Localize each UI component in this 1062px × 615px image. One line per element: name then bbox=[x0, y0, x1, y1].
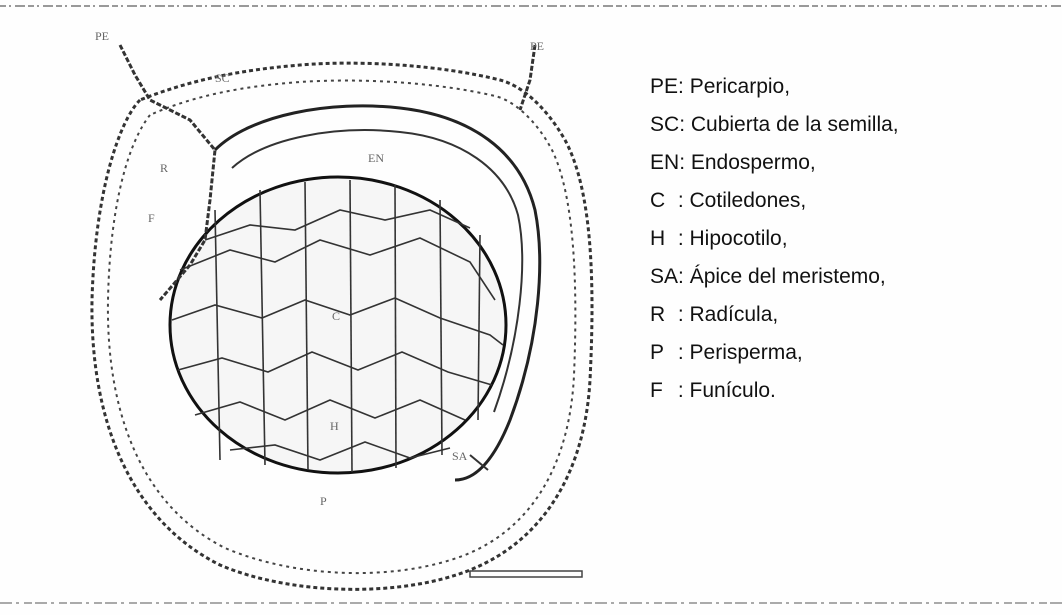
legend-abbr: EN bbox=[650, 144, 679, 182]
legend-text: Endospermo, bbox=[691, 151, 816, 174]
legend-abbr: PE bbox=[650, 68, 678, 106]
drawing-label-pe: PE bbox=[95, 29, 109, 43]
drawing-label-h: H bbox=[330, 419, 339, 433]
legend-separator: : bbox=[672, 341, 690, 364]
legend-text: Pericarpio, bbox=[690, 75, 790, 98]
legend-text: Radícula, bbox=[690, 303, 779, 326]
drawing-label-sc: SC bbox=[215, 71, 230, 85]
legend-abbr: H bbox=[650, 220, 672, 258]
legend-item-h: H : Hipocotilo, bbox=[650, 220, 899, 258]
legend-abbr: SC bbox=[650, 106, 679, 144]
legend-item-en: EN: Endospermo, bbox=[650, 144, 899, 182]
drawing-label-en: EN bbox=[368, 151, 384, 165]
legend-item-p: P : Perisperma, bbox=[650, 334, 899, 372]
legend-separator: : bbox=[678, 265, 690, 288]
legend-text: Cubierta de la semilla, bbox=[691, 113, 899, 136]
legend-item-c: C : Cotiledones, bbox=[650, 182, 899, 220]
drawing-label-c: C bbox=[332, 309, 340, 323]
legend-item-pe: PE: Pericarpio, bbox=[650, 68, 899, 106]
legend-text: Cotiledones, bbox=[690, 189, 807, 212]
legend: PE: Pericarpio, SC: Cubierta de la semil… bbox=[650, 68, 899, 410]
legend-item-sc: SC: Cubierta de la semilla, bbox=[650, 106, 899, 144]
legend-text: Ápice del meristemo, bbox=[690, 265, 886, 288]
legend-separator: : bbox=[672, 189, 690, 212]
legend-abbr: P bbox=[650, 334, 672, 372]
drawing-label-r: R bbox=[160, 161, 168, 175]
drawing-label-sa: SA bbox=[452, 449, 468, 463]
legend-item-sa: SA: Ápice del meristemo, bbox=[650, 258, 899, 296]
legend-separator: : bbox=[679, 151, 691, 174]
drawing-label-f: F bbox=[148, 211, 155, 225]
drawing-label-pe-right: PE bbox=[530, 39, 544, 53]
legend-text: Funículo. bbox=[690, 379, 776, 402]
scale-bar bbox=[470, 571, 582, 577]
legend-separator: : bbox=[672, 227, 690, 250]
legend-abbr: C bbox=[650, 182, 672, 220]
legend-abbr: SA bbox=[650, 258, 678, 296]
legend-abbr: R bbox=[650, 296, 672, 334]
legend-item-f: F : Funículo. bbox=[650, 372, 899, 410]
legend-abbr: F bbox=[650, 372, 672, 410]
legend-text: Perisperma, bbox=[690, 341, 803, 364]
legend-text: Hipocotilo, bbox=[690, 227, 788, 250]
legend-separator: : bbox=[678, 75, 690, 98]
legend-separator: : bbox=[679, 113, 691, 136]
hilum-right bbox=[520, 45, 535, 110]
drawing-label-p: P bbox=[320, 494, 327, 508]
legend-separator: : bbox=[672, 379, 690, 402]
legend-separator: : bbox=[672, 303, 690, 326]
legend-item-r: R : Radícula, bbox=[650, 296, 899, 334]
